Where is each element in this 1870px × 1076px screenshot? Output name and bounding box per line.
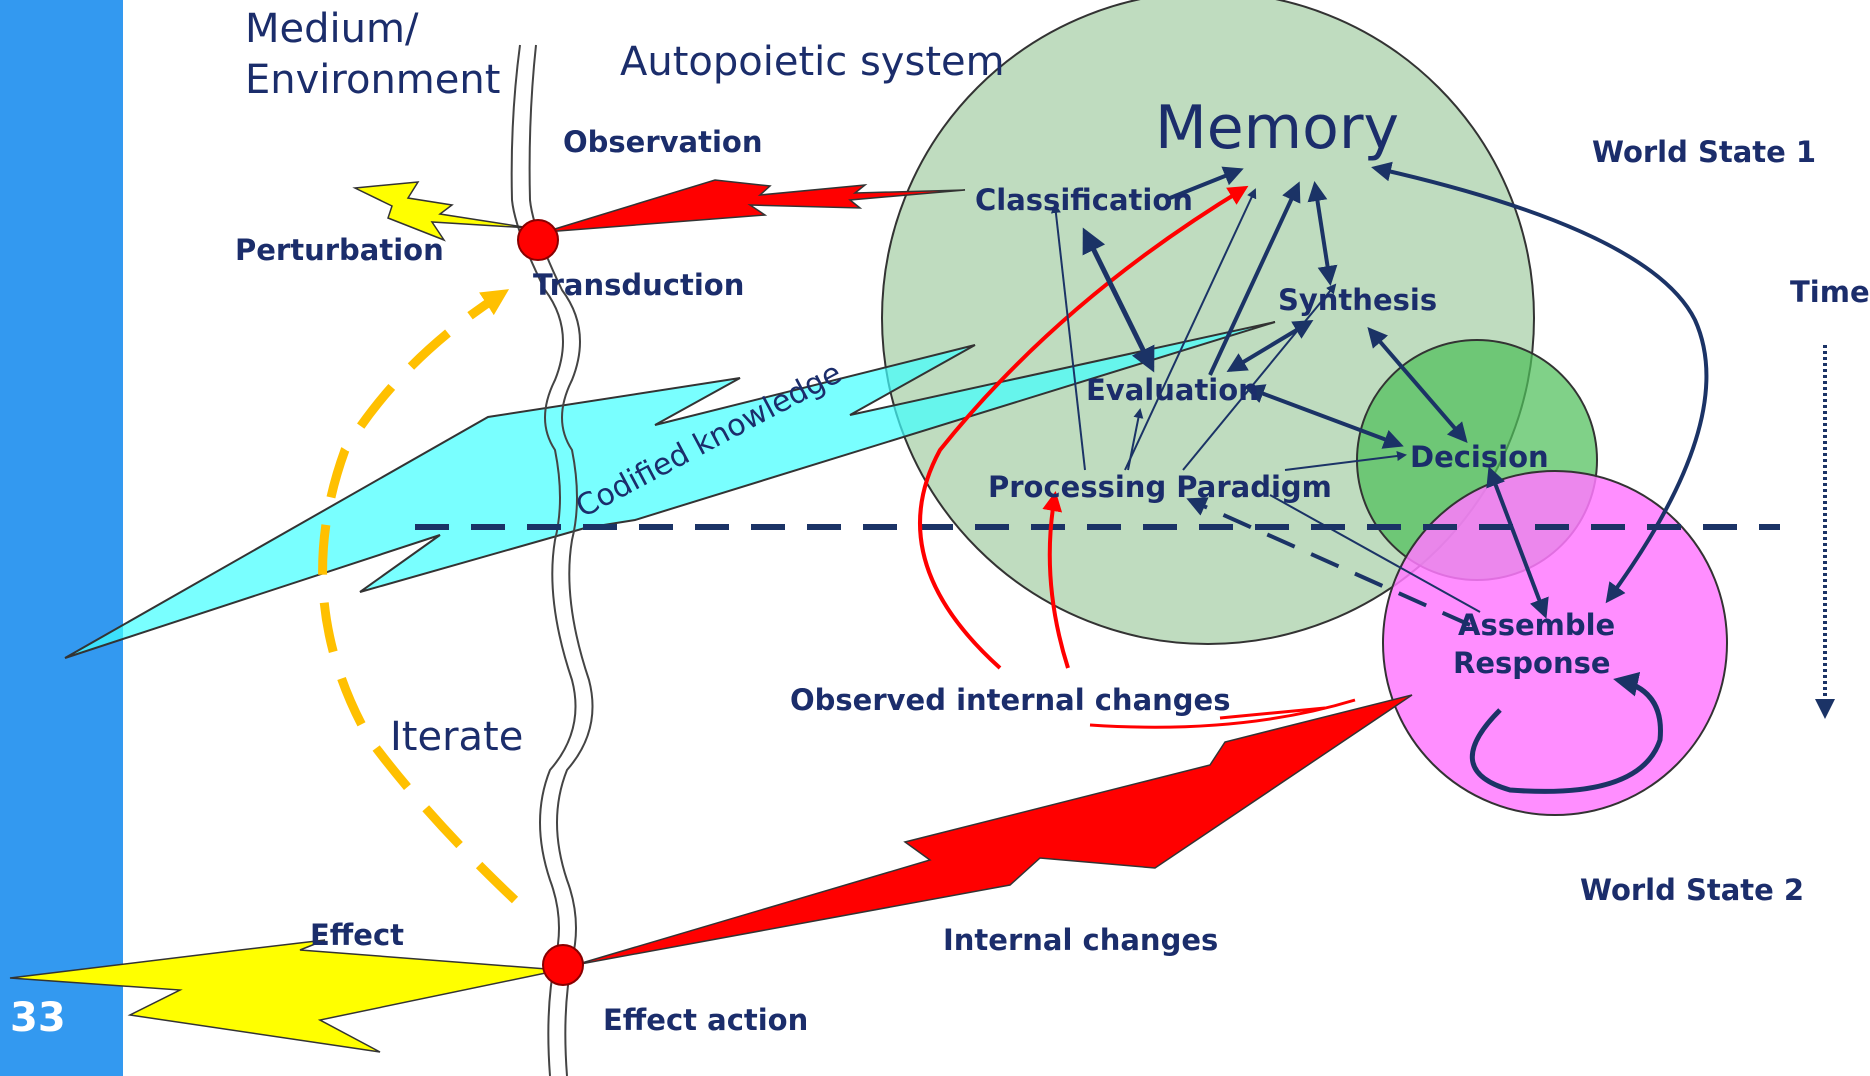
process-arrows — [1050, 161, 1835, 794]
assemble-response-label-line1: Assemble — [1458, 608, 1615, 642]
processing-paradigm-label: Processing Paradigm — [988, 470, 1332, 504]
medium-label-line1: Medium/ — [245, 6, 419, 52]
codified-knowledge-band — [64, 321, 1276, 659]
iterate-label: Iterate — [390, 714, 523, 760]
internal-changes-label: Internal changes — [943, 923, 1218, 957]
assemble-response-circle — [1382, 470, 1728, 816]
decision-label: Decision — [1410, 440, 1549, 474]
medium-label-line2: Environment — [245, 57, 500, 103]
perturbation-bolt — [352, 181, 531, 242]
memory-label: Memory — [1155, 93, 1399, 163]
transduction-label: Transduction — [533, 268, 744, 302]
effect-action-node — [542, 944, 584, 986]
observation-bolt — [544, 179, 966, 233]
time-label: Time — [1790, 275, 1870, 309]
evaluation-label: Evaluation — [1086, 373, 1259, 407]
environment-boundary — [510, 44, 577, 1076]
observed-changes-arrow-2 — [1042, 491, 1070, 669]
autopoietic-label: Autopoietic system — [620, 39, 1005, 85]
internal-changes-bolt — [574, 694, 1413, 966]
perturbation-label: Perturbation — [235, 233, 444, 267]
world-state-2-label: World State 2 — [1580, 873, 1804, 907]
synthesis-label: Synthesis — [1278, 283, 1437, 317]
world-state-1-label: World State 1 — [1592, 135, 1816, 169]
effect-action-label: Effect action — [603, 1003, 808, 1037]
classification-label: Classification — [975, 183, 1193, 217]
assemble-response-label-line2: Response — [1453, 646, 1611, 680]
slide-number: 33 — [10, 995, 66, 1041]
transduction-node — [517, 219, 559, 261]
slide-sidebar — [0, 0, 123, 1076]
observation-label: Observation — [563, 125, 763, 159]
environment-boundary-inner — [528, 44, 594, 1076]
effect-bolt — [9, 939, 561, 1053]
observed-changes-underline — [1089, 698, 1356, 729]
observed-internal-changes-label: Observed internal changes — [790, 683, 1230, 717]
observed-changes-underline-2 — [1219, 706, 1326, 720]
effect-label: Effect — [310, 918, 404, 952]
iterate-arrow — [318, 289, 519, 904]
